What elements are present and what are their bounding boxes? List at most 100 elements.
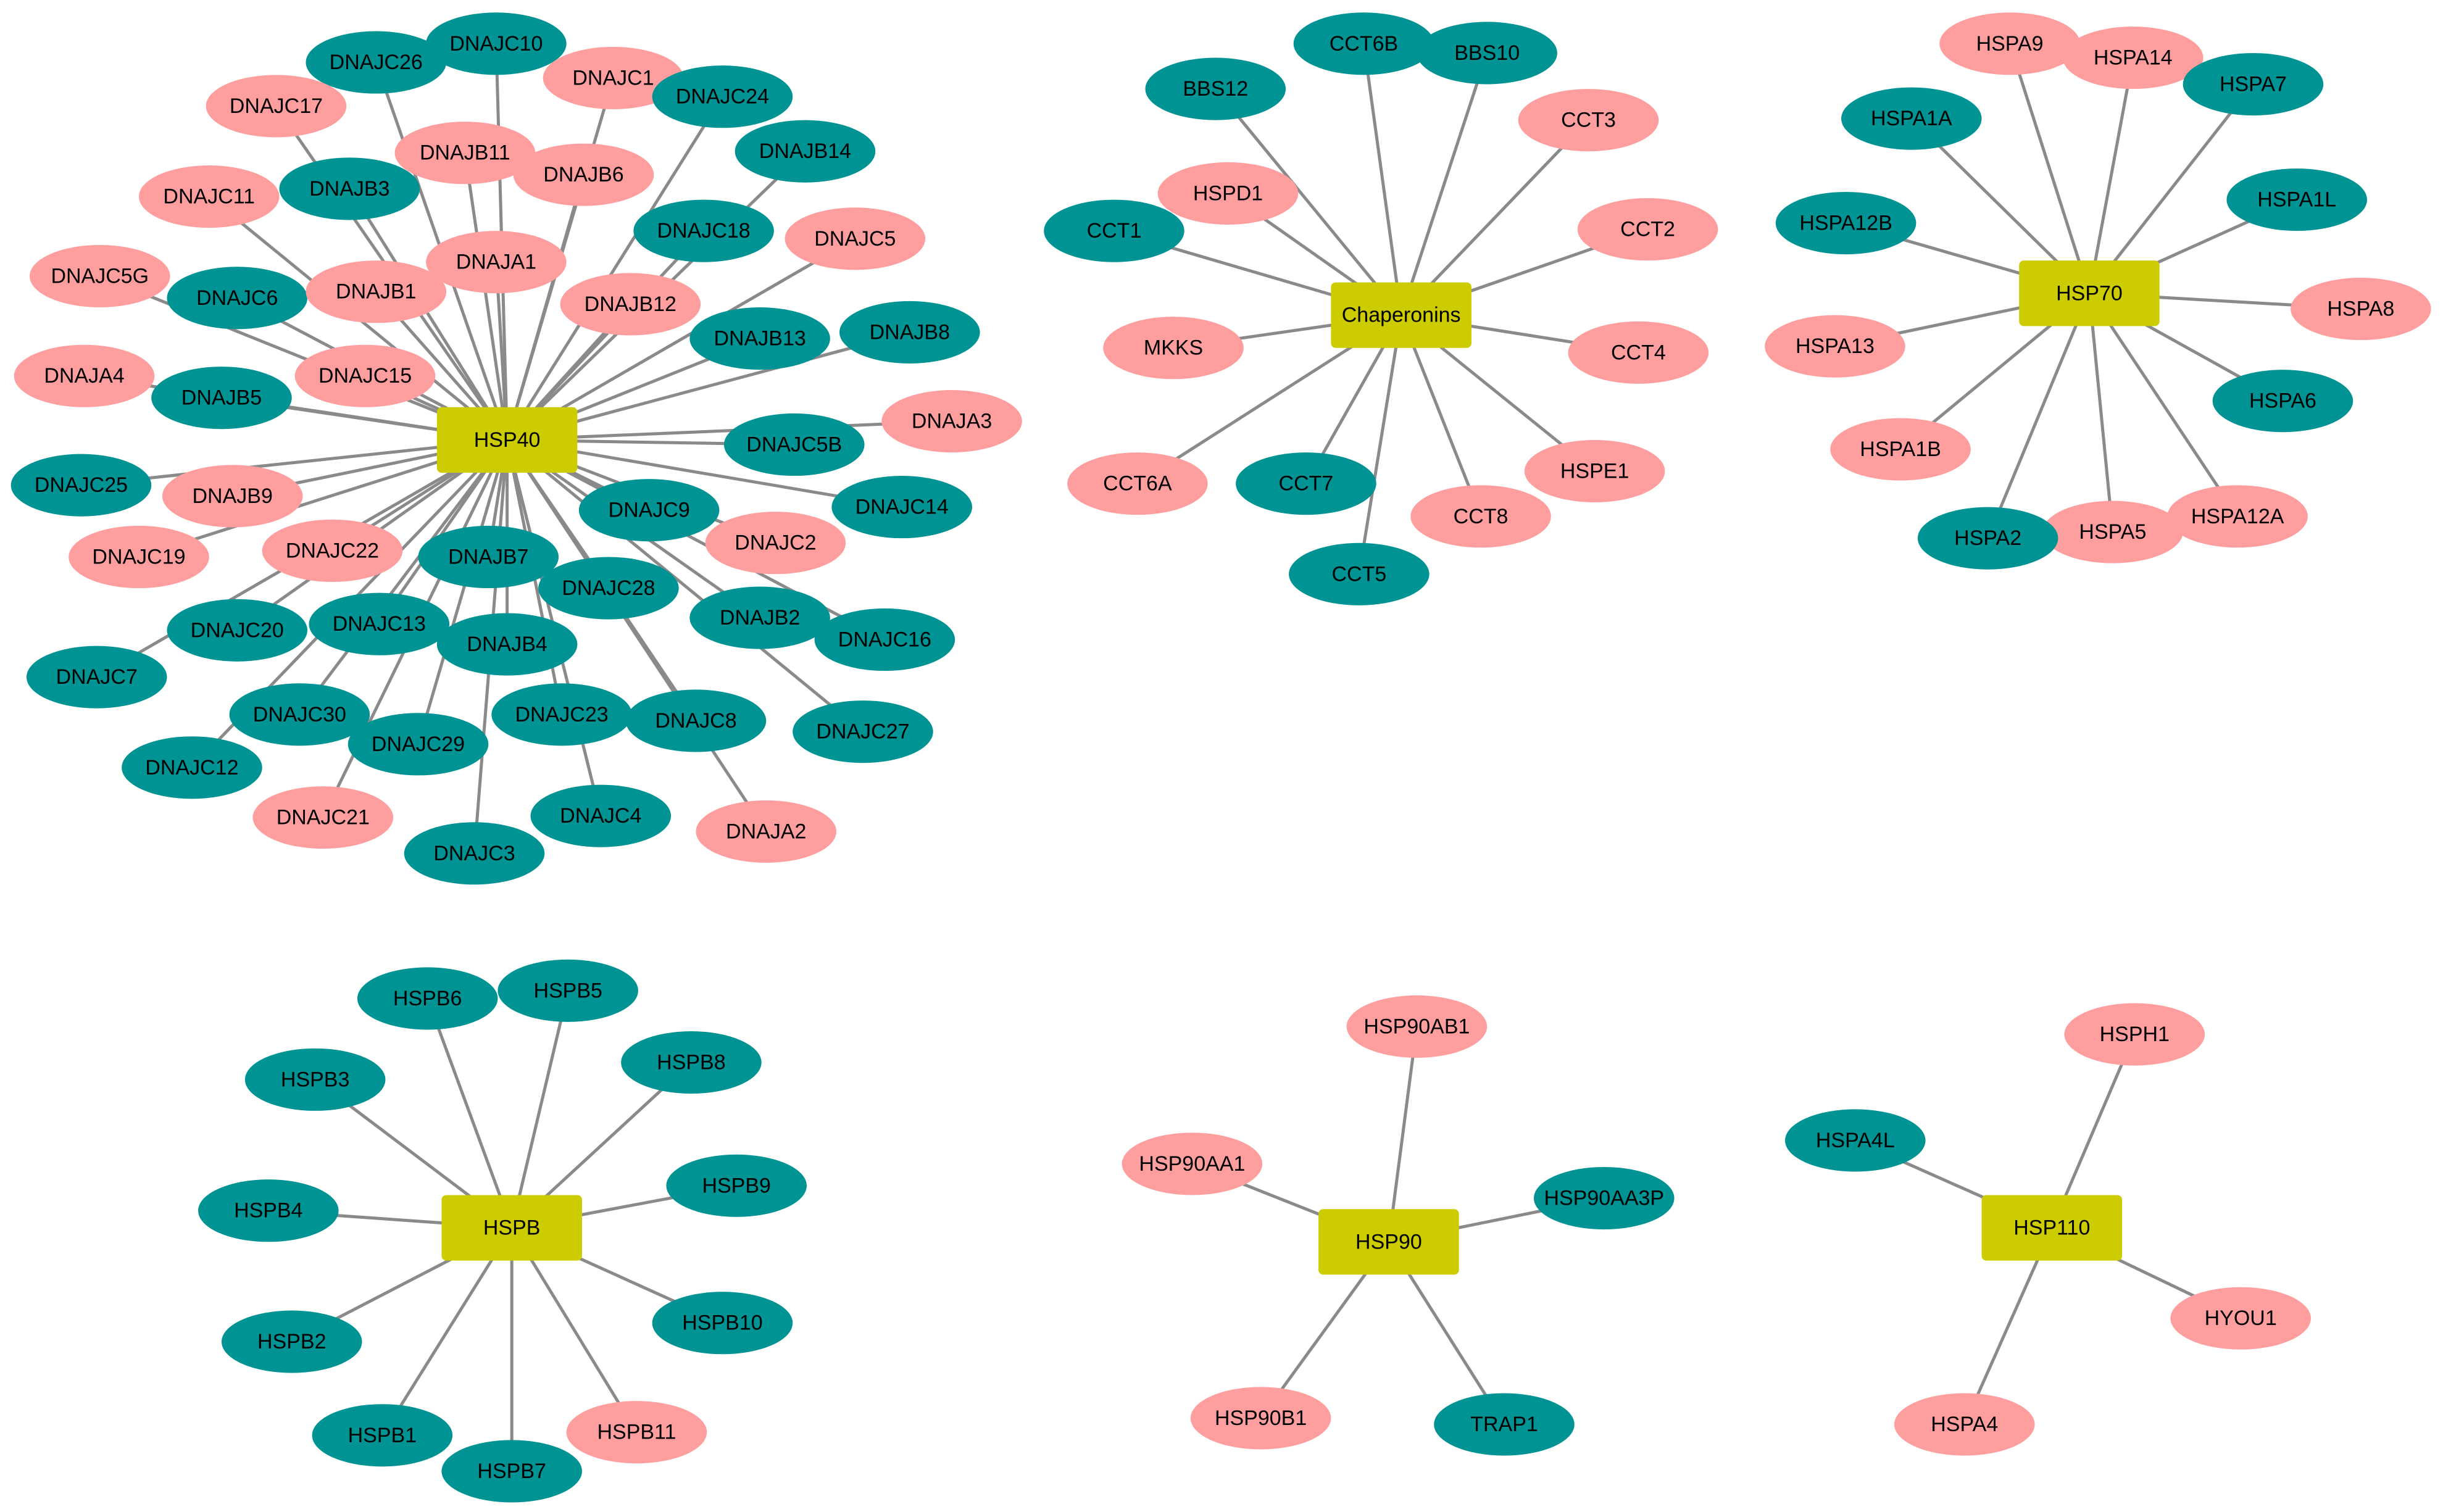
node-dnajc2[interactable]: DNAJC2: [705, 512, 846, 575]
node-dnajb12[interactable]: DNAJB12: [560, 273, 701, 336]
node-cct4[interactable]: CCT4: [1568, 321, 1709, 384]
node-dnajc6[interactable]: DNAJC6: [167, 267, 308, 330]
node-hspb6[interactable]: HSPB6: [357, 967, 498, 1030]
node-hspa12a[interactable]: HSPA12A: [2167, 485, 2308, 548]
node-hsph1[interactable]: HSPH1: [2064, 1003, 2205, 1066]
node-dnajc29[interactable]: DNAJC29: [348, 713, 489, 776]
node-hspb2[interactable]: HSPB2: [221, 1310, 362, 1373]
node-dnajc18[interactable]: DNAJC18: [633, 199, 774, 262]
node-hspa4[interactable]: HSPA4: [1894, 1393, 2035, 1456]
node-dnajc16[interactable]: DNAJC16: [814, 608, 955, 671]
node-trap1[interactable]: TRAP1: [1434, 1393, 1575, 1456]
node-hspb3[interactable]: HSPB3: [244, 1048, 386, 1111]
node-hspe1[interactable]: HSPE1: [1524, 439, 1665, 503]
node-dnajc4[interactable]: DNAJC4: [530, 784, 672, 847]
node-hspa13[interactable]: HSPA13: [1765, 315, 1905, 378]
node-dnajb2[interactable]: DNAJB2: [689, 586, 830, 649]
node-dnajc28[interactable]: DNAJC28: [538, 557, 679, 620]
hub-hsp110[interactable]: HSP110: [1981, 1195, 2123, 1261]
node-hspa7[interactable]: HSPA7: [2183, 52, 2324, 116]
node-hspa12b[interactable]: HSPA12B: [1775, 191, 1917, 255]
node-dnajb8[interactable]: DNAJB8: [839, 301, 980, 364]
node-dnajb7[interactable]: DNAJB7: [418, 525, 559, 589]
node-hspd1[interactable]: HSPD1: [1157, 162, 1299, 225]
node-mkks[interactable]: MKKS: [1103, 317, 1244, 380]
node-dnajc3[interactable]: DNAJC3: [404, 822, 545, 885]
node-dnajc17[interactable]: DNAJC17: [206, 75, 347, 138]
node-bbs12[interactable]: BBS12: [1145, 57, 1286, 120]
node-dnajc5g[interactable]: DNAJC5G: [30, 244, 170, 308]
node-cct1[interactable]: CCT1: [1044, 199, 1184, 262]
node-hsp90ab1[interactable]: HSP90AB1: [1346, 995, 1488, 1058]
node-hsp90b1[interactable]: HSP90B1: [1190, 1387, 1331, 1450]
node-dnajb13[interactable]: DNAJB13: [689, 307, 830, 370]
node-dnajb14[interactable]: DNAJB14: [735, 120, 876, 183]
node-cct2[interactable]: CCT2: [1577, 198, 1718, 261]
node-dnajc30[interactable]: DNAJC30: [229, 683, 370, 746]
node-dnajc5[interactable]: DNAJC5: [785, 207, 926, 270]
node-dnajb3[interactable]: DNAJB3: [279, 157, 420, 220]
node-dnajc15[interactable]: DNAJC15: [294, 344, 436, 407]
node-hspb4[interactable]: HSPB4: [198, 1179, 339, 1242]
node-dnajc22[interactable]: DNAJC22: [262, 519, 403, 582]
node-bbs10[interactable]: BBS10: [1417, 22, 1557, 85]
node-cct8[interactable]: CCT8: [1410, 485, 1551, 548]
node-dnaja3[interactable]: DNAJA3: [881, 390, 1022, 453]
node-cct7[interactable]: CCT7: [1236, 452, 1376, 515]
node-dnajc13[interactable]: DNAJC13: [309, 592, 450, 655]
node-hspb1[interactable]: HSPB1: [312, 1404, 453, 1467]
node-dnajc9[interactable]: DNAJC9: [578, 479, 720, 542]
node-dnajc10[interactable]: DNAJC10: [426, 12, 567, 75]
node-dnaja2[interactable]: DNAJA2: [696, 800, 837, 863]
node-hspb9[interactable]: HSPB9: [666, 1154, 807, 1217]
node-hspb8[interactable]: HSPB8: [621, 1031, 762, 1094]
node-dnajc12[interactable]: DNAJC12: [122, 736, 262, 799]
node-dnajc7[interactable]: DNAJC7: [26, 646, 167, 708]
node-dnajc19[interactable]: DNAJC19: [69, 525, 209, 589]
node-dnajc1[interactable]: DNAJC1: [543, 46, 684, 109]
node-dnajc27[interactable]: DNAJC27: [793, 700, 933, 763]
node-cct5[interactable]: CCT5: [1289, 542, 1430, 605]
node-hspa1l[interactable]: HSPA1L: [2226, 168, 2367, 231]
node-hspb5[interactable]: HSPB5: [497, 959, 638, 1022]
node-dnajc21[interactable]: DNAJC21: [252, 786, 394, 849]
hub-hsp40[interactable]: HSP40: [436, 407, 578, 473]
node-dnajb11[interactable]: DNAJB11: [394, 122, 536, 185]
node-hspa14[interactable]: HSPA14: [2063, 26, 2204, 89]
node-hspb10[interactable]: HSPB10: [652, 1292, 793, 1355]
node-dnajb6[interactable]: DNAJB6: [513, 143, 654, 206]
node-hspa5[interactable]: HSPA5: [2042, 501, 2183, 563]
node-dnajc5b[interactable]: DNAJC5B: [723, 413, 865, 476]
hub-hsp70[interactable]: HSP70: [2019, 260, 2160, 326]
node-dnajc20[interactable]: DNAJC20: [167, 599, 308, 662]
node-cct6a[interactable]: CCT6A: [1067, 452, 1208, 515]
node-dnajb5[interactable]: DNAJB5: [151, 367, 292, 430]
node-dnajc11[interactable]: DNAJC11: [138, 165, 280, 228]
node-dnaja1[interactable]: DNAJA1: [426, 231, 567, 294]
node-hsp90aa1[interactable]: HSP90AA1: [1122, 1132, 1263, 1195]
hub-hsp90[interactable]: HSP90: [1318, 1209, 1459, 1275]
node-dnajb4[interactable]: DNAJB4: [436, 613, 578, 676]
node-hyou1[interactable]: HYOU1: [2170, 1287, 2311, 1350]
node-dnajc24[interactable]: DNAJC24: [652, 65, 793, 128]
node-dnajc26[interactable]: DNAJC26: [306, 31, 447, 94]
node-cct3[interactable]: CCT3: [1518, 89, 1659, 152]
node-dnajc25[interactable]: DNAJC25: [10, 454, 152, 517]
node-dnajb9[interactable]: DNAJB9: [162, 465, 303, 528]
node-hspa6[interactable]: HSPA6: [2212, 370, 2354, 433]
node-hspa9[interactable]: HSPA9: [1939, 12, 2080, 75]
node-dnajc8[interactable]: DNAJC8: [625, 689, 767, 752]
node-hspa2[interactable]: HSPA2: [1917, 507, 2058, 570]
node-dnajc23[interactable]: DNAJC23: [491, 683, 632, 746]
node-hspa1a[interactable]: HSPA1A: [1841, 87, 1982, 150]
hub-hspb[interactable]: HSPB: [441, 1195, 582, 1261]
node-hsp90aa3p[interactable]: HSP90AA3P: [1534, 1166, 1675, 1230]
node-hspa1b[interactable]: HSPA1B: [1830, 418, 1971, 481]
node-hspb11[interactable]: HSPB11: [566, 1401, 707, 1464]
node-dnajb1[interactable]: DNAJB1: [306, 260, 447, 323]
hub-chaperonins[interactable]: Chaperonins: [1331, 282, 1471, 348]
node-hspb7[interactable]: HSPB7: [441, 1440, 582, 1503]
node-cct6b[interactable]: CCT6B: [1293, 12, 1434, 75]
node-hspa4l[interactable]: HSPA4L: [1785, 1109, 1926, 1172]
node-hspa8[interactable]: HSPA8: [2291, 277, 2431, 341]
